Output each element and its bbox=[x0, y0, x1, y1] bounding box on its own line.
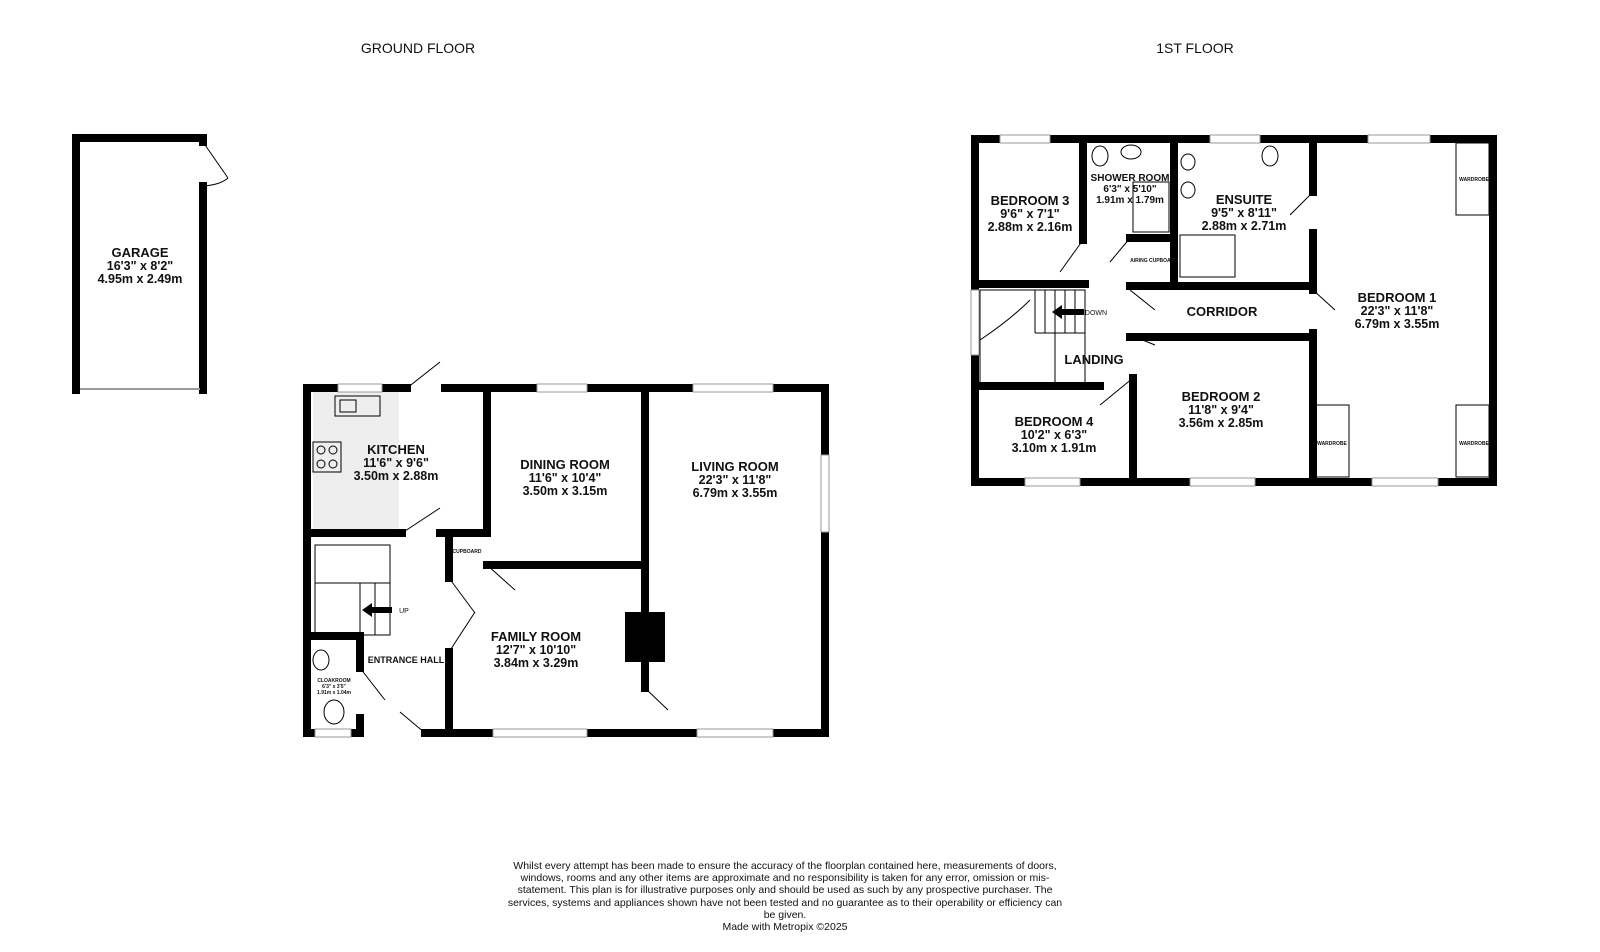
cupboard-label: CUPBOARD bbox=[453, 549, 482, 555]
bedroom-2: BEDROOM 2 11'8" x 9'4" 3.56m x 2.85m bbox=[1179, 389, 1264, 430]
shower-imperial: 6'3" x 5'10" bbox=[1103, 184, 1156, 195]
ensuite-name: ENSUITE bbox=[1216, 192, 1273, 207]
bedroom3-imperial: 9'6" x 7'1" bbox=[1000, 207, 1060, 221]
living-metric: 6.79m x 3.55m bbox=[693, 486, 778, 500]
bedroom2-name: BEDROOM 2 bbox=[1182, 389, 1261, 404]
bedroom3-metric: 2.88m x 2.16m bbox=[988, 220, 1073, 234]
family-name: FAMILY ROOM bbox=[491, 629, 581, 644]
cloakroom-metric: 1.91m x 1.04m bbox=[317, 690, 351, 696]
garage-imperial: 16'3" x 8'2" bbox=[107, 259, 174, 273]
disclaimer-text: Whilst every attempt has been made to en… bbox=[507, 860, 1063, 921]
stairs-up-label: UP bbox=[399, 608, 409, 615]
wardrobe-label: WARDROBE bbox=[1459, 177, 1489, 183]
bedroom-3: BEDROOM 3 9'6" x 7'1" 2.88m x 2.16m bbox=[988, 193, 1073, 234]
credit: Made with Metropix ©2025 bbox=[722, 921, 848, 934]
bedroom1-metric: 6.79m x 3.55m bbox=[1355, 317, 1440, 331]
family-imperial: 12'7" x 10'10" bbox=[496, 643, 576, 657]
garage-name: GARAGE bbox=[111, 245, 168, 260]
family-metric: 3.84m x 3.29m bbox=[494, 656, 579, 670]
stairs-down-label: DOWN bbox=[1085, 310, 1107, 317]
corridor-name: CORRIDOR bbox=[1187, 304, 1258, 319]
kitchen: KITCHEN 11'6" x 9'6" 3.50m x 2.88m bbox=[354, 442, 439, 483]
wardrobe-label: WARDROBE bbox=[1317, 441, 1347, 447]
kitchen-imperial: 11'6" x 9'6" bbox=[363, 456, 429, 470]
bedroom3-name: BEDROOM 3 bbox=[991, 193, 1070, 208]
first-floor-walls bbox=[970, 134, 1497, 487]
bedroom4-metric: 3.10m x 1.91m bbox=[1012, 441, 1097, 455]
kitchen-name: KITCHEN bbox=[367, 442, 425, 457]
living-name: LIVING ROOM bbox=[691, 459, 778, 474]
bedroom-4: BEDROOM 4 10'2" x 6'3" 3.10m x 1.91m bbox=[1012, 414, 1097, 455]
living-room: LIVING ROOM 22'3" x 11'8" 6.79m x 3.55m bbox=[691, 459, 778, 500]
airing-cupboard-label: AIRING CUPBOARD bbox=[1130, 258, 1178, 264]
wardrobe-label: WARDROBE bbox=[1459, 441, 1489, 447]
living-imperial: 22'3" x 11'8" bbox=[699, 473, 772, 487]
garage-metric: 4.95m x 2.49m bbox=[98, 272, 183, 286]
shower-metric: 1.91m x 1.79m bbox=[1096, 195, 1164, 206]
bedroom2-imperial: 11'8" x 9'4" bbox=[1188, 403, 1254, 417]
dining-room: DINING ROOM 11'6" x 10'4" 3.50m x 3.15m bbox=[520, 457, 610, 498]
bedroom4-name: BEDROOM 4 bbox=[1015, 414, 1095, 429]
ground-floor-title: GROUND FLOOR bbox=[361, 40, 475, 56]
ensuite-imperial: 9'5" x 8'11" bbox=[1211, 206, 1277, 220]
bedroom4-imperial: 10'2" x 6'3" bbox=[1021, 428, 1088, 442]
entrance-hall-name: ENTRANCE HALL bbox=[368, 655, 445, 665]
garage-walls bbox=[72, 134, 229, 394]
bedroom1-imperial: 22'3" x 11'8" bbox=[1361, 304, 1434, 318]
dining-metric: 3.50m x 3.15m bbox=[523, 484, 608, 498]
dining-imperial: 11'6" x 10'4" bbox=[529, 471, 602, 485]
cloakroom-name: CLOAKROOM bbox=[317, 678, 350, 684]
bedroom-1: BEDROOM 1 22'3" x 11'8" 6.79m x 3.55m bbox=[1355, 290, 1440, 331]
shower-name: SHOWER ROOM bbox=[1091, 173, 1170, 184]
shower-room: SHOWER ROOM 6'3" x 5'10" 1.91m x 1.79m bbox=[1091, 173, 1170, 206]
family-room: FAMILY ROOM 12'7" x 10'10" 3.84m x 3.29m bbox=[491, 629, 581, 670]
first-floor-title: 1ST FLOOR bbox=[1156, 40, 1234, 56]
landing-name: LANDING bbox=[1064, 352, 1123, 367]
disclaimer: Whilst every attempt has been made to en… bbox=[505, 860, 1065, 933]
bedroom1-name: BEDROOM 1 bbox=[1358, 290, 1437, 305]
ensuite: ENSUITE 9'5" x 8'11" 2.88m x 2.71m bbox=[1202, 192, 1287, 233]
dining-name: DINING ROOM bbox=[520, 457, 610, 472]
cloakroom-imperial: 6'3" x 3'5" bbox=[322, 684, 346, 690]
ground-floor-walls bbox=[303, 361, 830, 738]
bedroom2-metric: 3.56m x 2.85m bbox=[1179, 416, 1264, 430]
ensuite-metric: 2.88m x 2.71m bbox=[1202, 219, 1287, 233]
kitchen-metric: 3.50m x 2.88m bbox=[354, 469, 439, 483]
